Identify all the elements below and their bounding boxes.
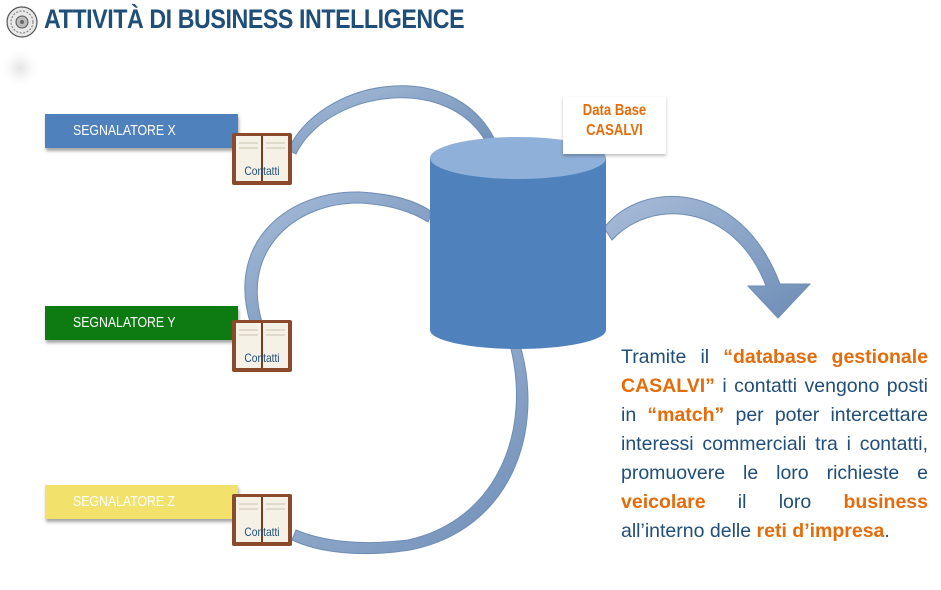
book-label: Contatti xyxy=(244,164,280,178)
flow-arrow-y xyxy=(244,191,433,323)
source-bar-segnalatore-z: SEGNALATORE Z xyxy=(45,485,238,519)
description-segment: . xyxy=(884,520,890,542)
source-bar-segnalatore-x: SEGNALATORE X xyxy=(45,114,238,148)
database-label-line2: CASALVI xyxy=(586,122,643,139)
description-highlight: reti d’impresa xyxy=(756,520,885,542)
contacts-book-y: Contatti xyxy=(230,318,294,374)
description-highlight: “database gestionale CASALVI” xyxy=(621,346,928,397)
description-segment: all’interno delle xyxy=(621,520,757,542)
flow-arrow-z xyxy=(291,344,529,555)
source-label: SEGNALATORE Y xyxy=(73,314,176,331)
emblem-seal-icon xyxy=(6,6,38,38)
description-highlight: veicolare xyxy=(621,491,706,513)
description-paragraph: Tramite il “database gestionale CASALVI”… xyxy=(621,343,928,546)
contacts-book-x: Contatti xyxy=(230,131,294,187)
output-arrow xyxy=(603,195,812,319)
database-label-line1: Data Base xyxy=(582,102,647,119)
source-bar-segnalatore-y: SEGNALATORE Y xyxy=(45,306,238,340)
description-segment: il loro xyxy=(705,491,844,513)
book-label: Contatti xyxy=(244,525,280,539)
description-segment: per poter intercettare interessi commerc… xyxy=(621,404,928,484)
open-book-icon xyxy=(232,133,292,185)
description-highlight: business xyxy=(843,491,928,513)
open-book-icon xyxy=(232,320,292,372)
description-segment: i contatti vengono posti in xyxy=(621,375,928,426)
database-cylinder xyxy=(430,137,606,349)
open-book-icon xyxy=(232,494,292,546)
contacts-book-z: Contatti xyxy=(230,492,294,548)
database-label-box: Data Base CASALVI xyxy=(563,97,666,154)
page-title: ATTIVITÀ DI BUSINESS INTELLIGENCE xyxy=(44,4,465,34)
description-segment: Tramite il xyxy=(621,346,724,368)
source-label: SEGNALATORE Z xyxy=(73,493,176,510)
faint-decoration xyxy=(0,46,42,90)
book-label: Contatti xyxy=(244,351,280,365)
description-highlight: “match” xyxy=(647,404,725,426)
source-label: SEGNALATORE X xyxy=(73,122,176,139)
